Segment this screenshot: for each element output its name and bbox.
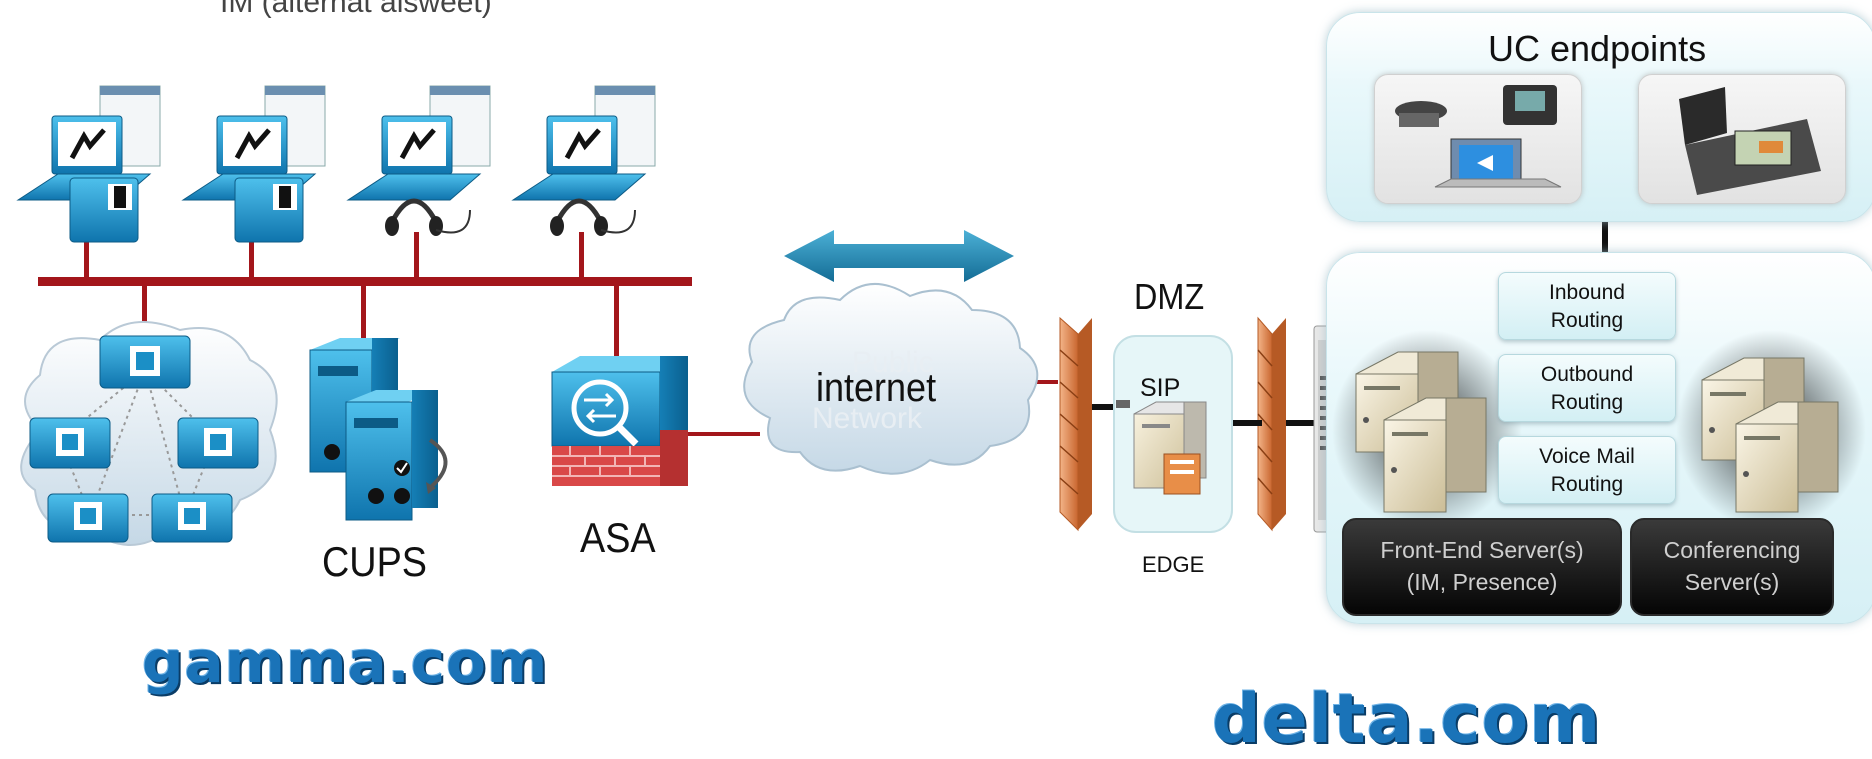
outbound-line-2: Routing (1550, 391, 1624, 414)
conferencing-line-2: Server(s) (1684, 569, 1780, 595)
phone-node-bottom-right (151, 493, 233, 543)
sip-label: SIP (1140, 374, 1181, 402)
outbound-routing-box: Outbound Routing (1498, 354, 1676, 422)
phone-node-bottom-left (47, 493, 129, 543)
server-icon-front-right (1383, 397, 1487, 513)
phone-node-top (99, 335, 191, 389)
voicemail-routing-box: Voice Mail Routing (1498, 436, 1676, 504)
lan-bus-line (38, 277, 692, 286)
internet-label: internet (816, 366, 937, 410)
workstation-icon-4 (511, 85, 656, 236)
inbound-routing-box: Inbound Routing (1498, 272, 1676, 340)
cups-server-icon (309, 338, 448, 521)
frontend-server-box: Front-End Server(s) (IM, Presence) (1342, 518, 1622, 616)
cups-label: CUPS (322, 538, 428, 585)
bidirectional-arrow-icon (784, 230, 1014, 282)
top-cut-text: IM (alternat alsweet) (220, 0, 492, 19)
workstation-icon-3 (346, 85, 491, 236)
gamma-domain-label: gamma.com (142, 628, 549, 696)
internet-cloud-icon (743, 283, 1039, 475)
edge-server-icon (1133, 401, 1207, 495)
endpoint-tile-devices (1374, 74, 1582, 204)
workstation-icon-2 (181, 85, 326, 243)
desk-phone-icon (1679, 87, 1821, 195)
frontend-line-2: (IM, Presence) (1406, 569, 1558, 595)
endpoint-tile-desk-phone (1638, 74, 1846, 204)
voicemail-line-2: Routing (1550, 473, 1624, 496)
inbound-line-2: Routing (1550, 309, 1624, 332)
outbound-line-1: Outbound (1540, 363, 1634, 386)
phone-node-left (29, 417, 111, 469)
dmz-title: DMZ (1134, 276, 1205, 317)
asa-firewall-icon (551, 356, 688, 486)
asa-label: ASA (580, 514, 656, 561)
edge-label: EDGE (1142, 552, 1205, 577)
phone-node-right (177, 417, 259, 469)
workstation-icon-1 (16, 85, 161, 243)
ip-phone-cluster-icon (20, 321, 278, 546)
conferencing-server-box: Conferencing Server(s) (1630, 518, 1834, 616)
public-network-ghost-line-1: Public (852, 346, 934, 379)
public-network-ghost-line-2: Network (812, 402, 923, 435)
frontend-line-1: Front-End Server(s) (1380, 537, 1584, 563)
conferencing-line-1: Conferencing (1663, 537, 1801, 563)
voicemail-line-1: Voice Mail (1539, 445, 1635, 468)
phones-laptop-icon (1395, 85, 1562, 188)
inbound-line-1: Inbound (1549, 281, 1625, 304)
server-icon-conf-right (1735, 401, 1839, 513)
uc-endpoints-title: UC endpoints (1488, 28, 1707, 69)
uc-connector-line (1602, 218, 1608, 252)
delta-domain-label: delta.com (1212, 680, 1602, 759)
